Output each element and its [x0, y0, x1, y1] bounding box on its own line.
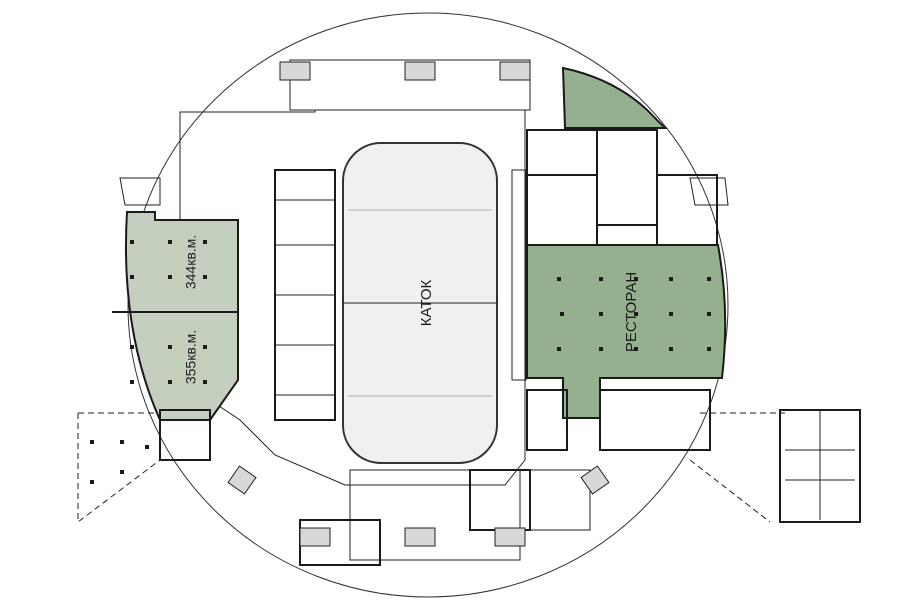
side-stairs [119, 177, 729, 206]
retail-area[interactable] [124, 211, 239, 421]
restaurant-area[interactable] [526, 244, 727, 419]
right-wing [689, 409, 861, 523]
north-entrance [289, 59, 531, 111]
cafe-area[interactable] [561, 66, 668, 129]
rink-label: КАТОК [418, 280, 435, 327]
restaurant-label: РЕСТОРАН [623, 272, 640, 352]
south-entrance [349, 469, 521, 561]
stairwells [227, 61, 610, 547]
shop-355-label: 355кв.м. [183, 330, 199, 384]
left-wing [77, 412, 161, 524]
shop-344-label: 344кв.м. [183, 235, 199, 289]
